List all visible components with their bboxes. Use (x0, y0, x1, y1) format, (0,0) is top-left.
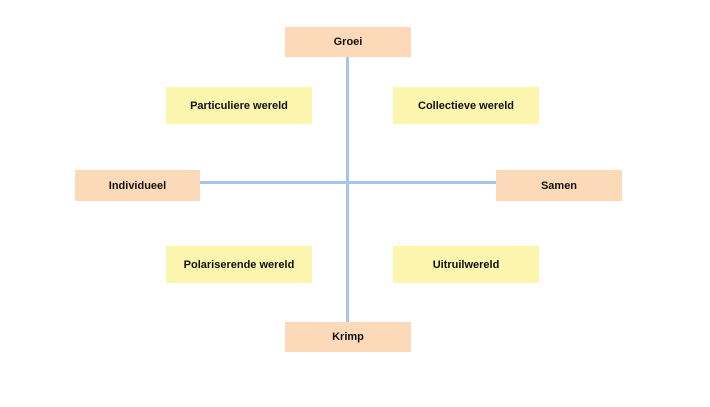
quadrant-polariserende-wereld: Polariserende wereld (166, 246, 312, 283)
axis-pole-samen: Samen (496, 170, 622, 201)
axis-pole-groei: Groei (285, 27, 411, 57)
quadrant-particuliere-wereld: Particuliere wereld (166, 87, 312, 124)
axis-pole-individueel: Individueel (75, 170, 200, 201)
vertical-axis-line (346, 57, 349, 322)
quadrant-collectieve-wereld: Collectieve wereld (393, 87, 539, 124)
axis-pole-krimp: Krimp (285, 322, 411, 352)
horizontal-axis-line (200, 181, 496, 184)
quadrant-uitruilwereld: Uitruilwereld (393, 246, 539, 283)
